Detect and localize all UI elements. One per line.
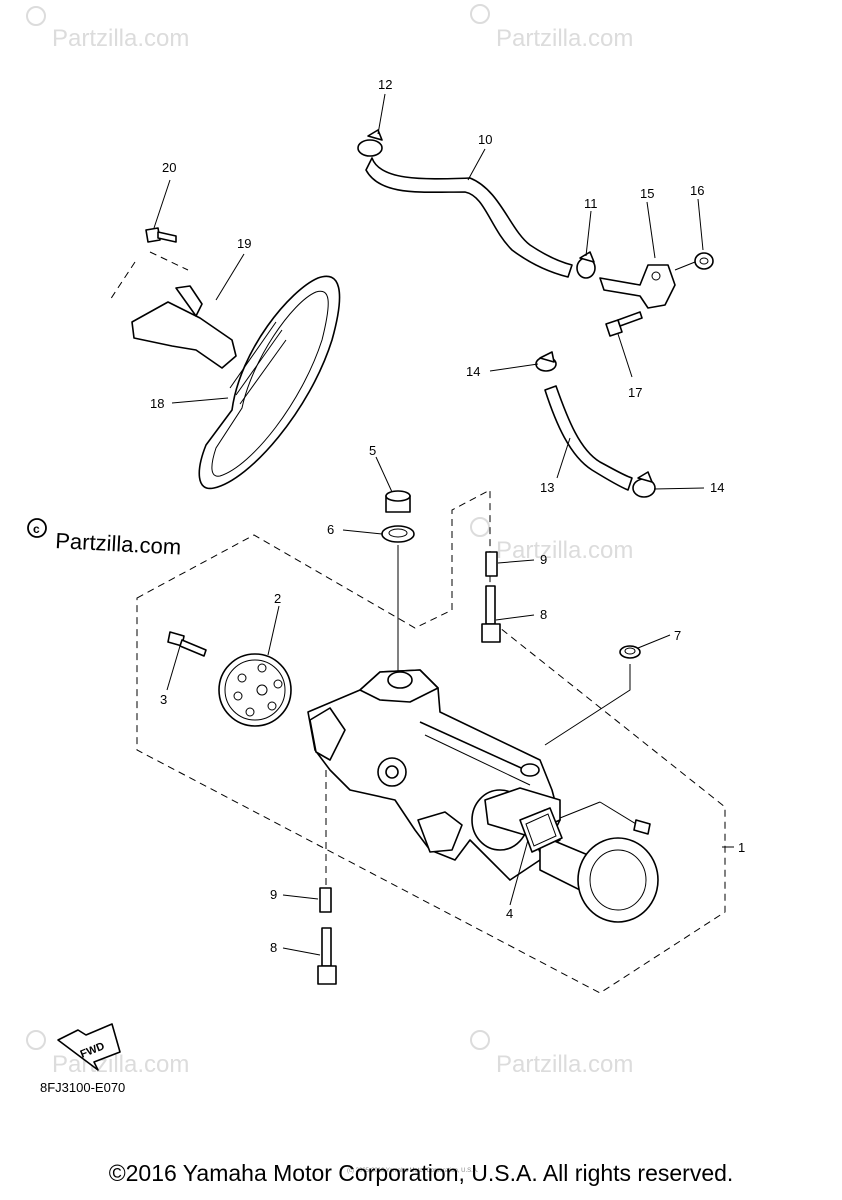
dowel-pin-upper: [485, 551, 498, 577]
callout-20: 20: [162, 160, 176, 175]
chain-part-18: [198, 275, 341, 490]
callout-10: 10: [478, 132, 492, 147]
diagram-code: 8FJ3100-E070: [40, 1080, 125, 1095]
callout-5: 5: [369, 443, 376, 458]
oil-pump-assembly: [307, 669, 659, 923]
o-ring-part-7: [619, 645, 641, 659]
callout-9-upper: 9: [540, 552, 547, 567]
watermark-bottom-left: Partzilla.com: [26, 1030, 189, 1078]
bolt-part-8-upper: [481, 585, 501, 643]
watermark-top-left: Partzilla.com: [26, 6, 189, 52]
o-ring-part-6: [381, 525, 415, 543]
hose-part-10: [365, 157, 573, 278]
bolt-part-3: [167, 631, 207, 657]
hose-part-13: [544, 385, 633, 491]
watermark-center-right: Partzilla.com: [470, 517, 633, 564]
callout-14-upper: 14: [466, 364, 480, 379]
callout-6: 6: [327, 522, 334, 537]
callout-14-lower: 14: [710, 480, 724, 495]
callout-1: 1: [738, 840, 745, 855]
callout-2: 2: [274, 591, 281, 606]
svg-text:Partzilla.com: Partzilla.com: [496, 537, 633, 564]
chain-guide-part-19: [109, 251, 237, 369]
bolt-part-17: [605, 311, 643, 337]
callout-9-lower: 9: [270, 887, 277, 902]
svg-text:Partzilla.com: Partzilla.com: [496, 25, 633, 52]
watermark-bottom-right: Partzilla.com: [470, 1030, 633, 1078]
svg-text:c: c: [33, 522, 40, 536]
sprocket-part: [218, 653, 292, 727]
small-print: (c) 2005-2016 Yamaha Motor Corporation, …: [347, 1168, 479, 1174]
callout-7: 7: [674, 628, 681, 643]
callout-18: 18: [150, 396, 164, 411]
bolt-part-20: [145, 227, 177, 243]
callout-11: 11: [584, 196, 598, 211]
svg-text:Partzilla.com: Partzilla.com: [52, 1051, 189, 1078]
callout-15: 15: [640, 186, 654, 201]
collar-part-5: [385, 490, 411, 513]
callout-17: 17: [628, 385, 642, 400]
copyright-footer: ©2016 Yamaha Motor Corporation, U.S.A. A…: [108, 1160, 734, 1186]
clamp-part-11: [576, 251, 596, 279]
clamp-part-14-lower: [632, 471, 656, 498]
callout-16: 16: [690, 183, 704, 198]
callout-4: 4: [506, 906, 513, 921]
callout-3: 3: [160, 692, 167, 707]
callout-19: 19: [237, 236, 251, 251]
bolt-part-8-lower: [317, 927, 337, 985]
callout-8-upper: 8: [540, 607, 547, 622]
watermark-top-right: Partzilla.com: [470, 4, 633, 52]
o-ring-part-16: [694, 252, 714, 270]
callout-13: 13: [540, 480, 554, 495]
clamp-part-14-upper: [535, 351, 557, 372]
callout-8-lower: 8: [270, 940, 277, 955]
watermark-main: c Partzilla.com: [27, 518, 182, 560]
dowel-pin-lower: [319, 887, 332, 913]
forward-arrow-icon: FWD: [57, 1023, 121, 1071]
pipe-part-15: [599, 264, 676, 309]
svg-text:Partzilla.com: Partzilla.com: [52, 25, 189, 52]
svg-text:Partzilla.com: Partzilla.com: [55, 528, 182, 560]
svg-text:Partzilla.com: Partzilla.com: [496, 1051, 633, 1078]
callout-12: 12: [378, 77, 392, 92]
